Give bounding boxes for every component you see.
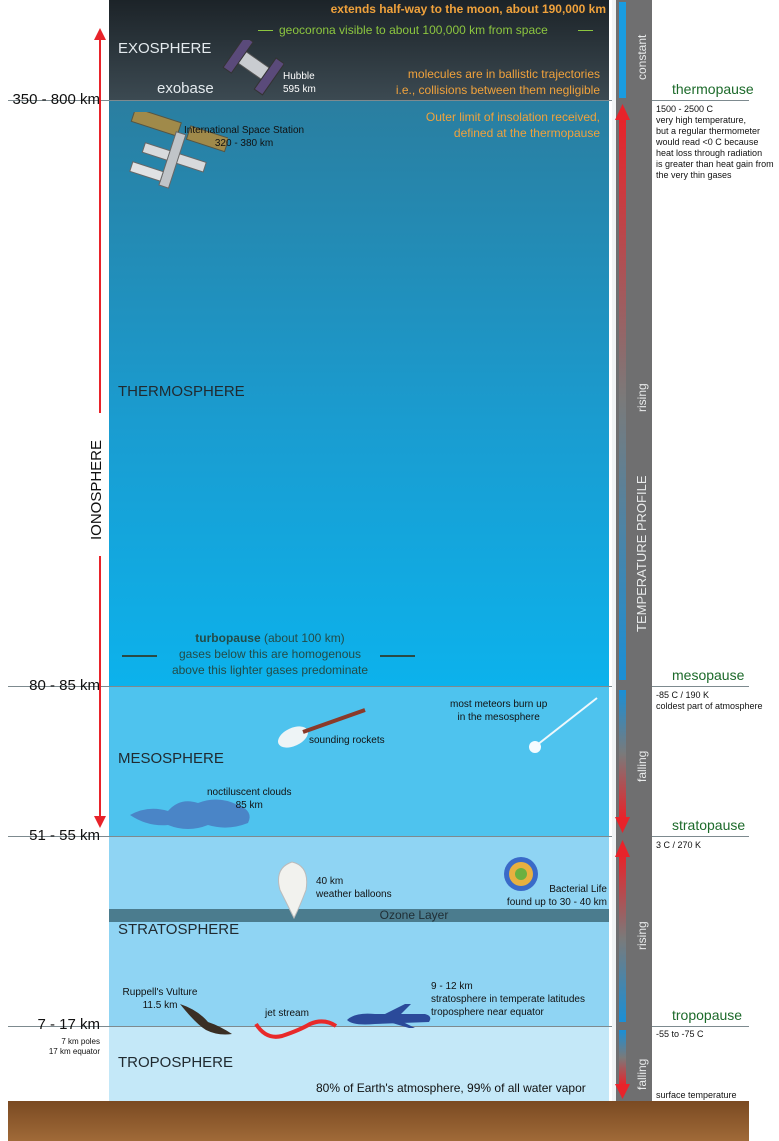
sounding-rocket-icon	[278, 708, 366, 748]
thermosphere-label: THERMOSPHERE	[118, 383, 245, 400]
tropo-temp-note: -55 to -75 C	[656, 1029, 704, 1039]
geocorona-dash-right	[578, 30, 593, 31]
meso-falling-arrow	[619, 690, 626, 818]
thermo-rising-arrow	[619, 118, 626, 680]
meso-arrowhead-icon	[615, 817, 630, 833]
temp-constant-label: constant	[635, 34, 649, 80]
surface-temp-note: surface temperature	[656, 1090, 737, 1100]
ionosphere-arrow	[94, 28, 106, 828]
troposphere-label: TROPOSPHERE	[118, 1054, 234, 1071]
tropopause-alt-line	[8, 1026, 109, 1027]
turbopause-dash-left	[122, 655, 157, 657]
temp-rising-thermo-label: rising	[635, 383, 649, 412]
geocorona-note: geocorona visible to about 100,000 km fr…	[279, 23, 548, 37]
tropo-arrowhead-icon	[615, 1084, 630, 1099]
ionosphere-down-arrowhead-icon	[94, 816, 106, 828]
bacteria-icon	[504, 857, 538, 891]
weather-balloon-icon	[278, 861, 308, 920]
hubble-telescope-icon	[222, 40, 284, 96]
exobase-label: exobase	[157, 80, 214, 97]
space-station-icon	[129, 112, 228, 189]
turbopause-dash-right	[380, 655, 415, 657]
jet-stream-icon	[254, 1019, 338, 1039]
turbopause-note: turbopause (about 100 km) gases below th…	[171, 631, 369, 677]
stratopause-alt-line	[8, 836, 109, 837]
ground	[8, 1101, 749, 1141]
mesosphere-label: MESOSPHERE	[118, 750, 224, 767]
strato-arrowhead-icon	[615, 840, 630, 857]
mesopause-label: mesopause	[672, 667, 745, 683]
strato-rising-arrow	[619, 855, 626, 1022]
temperature-arrows	[615, 2, 630, 1099]
airplane-icon	[347, 1004, 431, 1028]
geocorona-dash-left	[258, 30, 273, 31]
temp-falling-meso-label: falling	[635, 750, 649, 782]
thermo-arrowhead-icon	[615, 104, 630, 120]
noctilucent-cloud-icon	[130, 799, 250, 829]
stratosphere-label: STRATOSPHERE	[118, 921, 240, 938]
temp-profile-title: TEMPERATURE PROFILE	[634, 475, 649, 632]
ionosphere-up-arrowhead-icon	[94, 28, 106, 40]
constant-bar	[619, 2, 626, 98]
alt-tropopause: 7 - 17 km	[37, 1016, 100, 1033]
strato-temp-note: 3 C / 270 K	[656, 840, 702, 850]
thermopause-line	[109, 100, 749, 101]
insolation-note: Outer limit of insolation received,defin…	[425, 110, 600, 140]
exosphere-label: EXOSPHERE	[118, 40, 212, 57]
tropopause-line	[109, 1026, 749, 1027]
jet-stream-label: jet stream	[265, 1008, 309, 1019]
moon-note: extends half-way to the moon, about 190,…	[330, 2, 606, 16]
alt-mesopause: 80 - 85 km	[29, 677, 100, 694]
vulture-icon	[180, 1004, 232, 1035]
rockets-label: sounding rockets	[309, 735, 385, 746]
mesopause-line	[109, 686, 749, 687]
meteor-icon	[529, 697, 598, 753]
exosphere-band	[109, 0, 609, 101]
alt-stratopause: 51 - 55 km	[29, 827, 100, 844]
temperature-column-divider	[612, 0, 616, 1101]
tropopause-label: tropopause	[672, 1007, 743, 1023]
mesopause-alt-line	[8, 686, 109, 687]
thermopause-alt-line	[8, 100, 109, 101]
temperature-column	[612, 0, 652, 1101]
thermopause-label: thermopause	[672, 81, 754, 97]
temp-rising-strato-label: rising	[635, 921, 649, 950]
stratopause-line	[109, 836, 749, 837]
thermosphere-band	[109, 101, 609, 686]
alt-thermopause: 350 - 800 km	[12, 91, 100, 108]
troposphere-band	[109, 1026, 609, 1101]
troposphere-note: 80% of Earth's atmosphere, 99% of all wa…	[316, 1081, 586, 1095]
ionosphere-label: IONOSPHERE	[88, 439, 105, 540]
temp-falling-tropo-label: falling	[635, 1058, 649, 1090]
tropo-falling-arrow	[619, 1030, 626, 1085]
stratopause-label: stratopause	[672, 817, 746, 833]
ozone-label: Ozone Layer	[379, 908, 449, 922]
ozone-layer-band: Ozone Layer	[109, 909, 609, 922]
